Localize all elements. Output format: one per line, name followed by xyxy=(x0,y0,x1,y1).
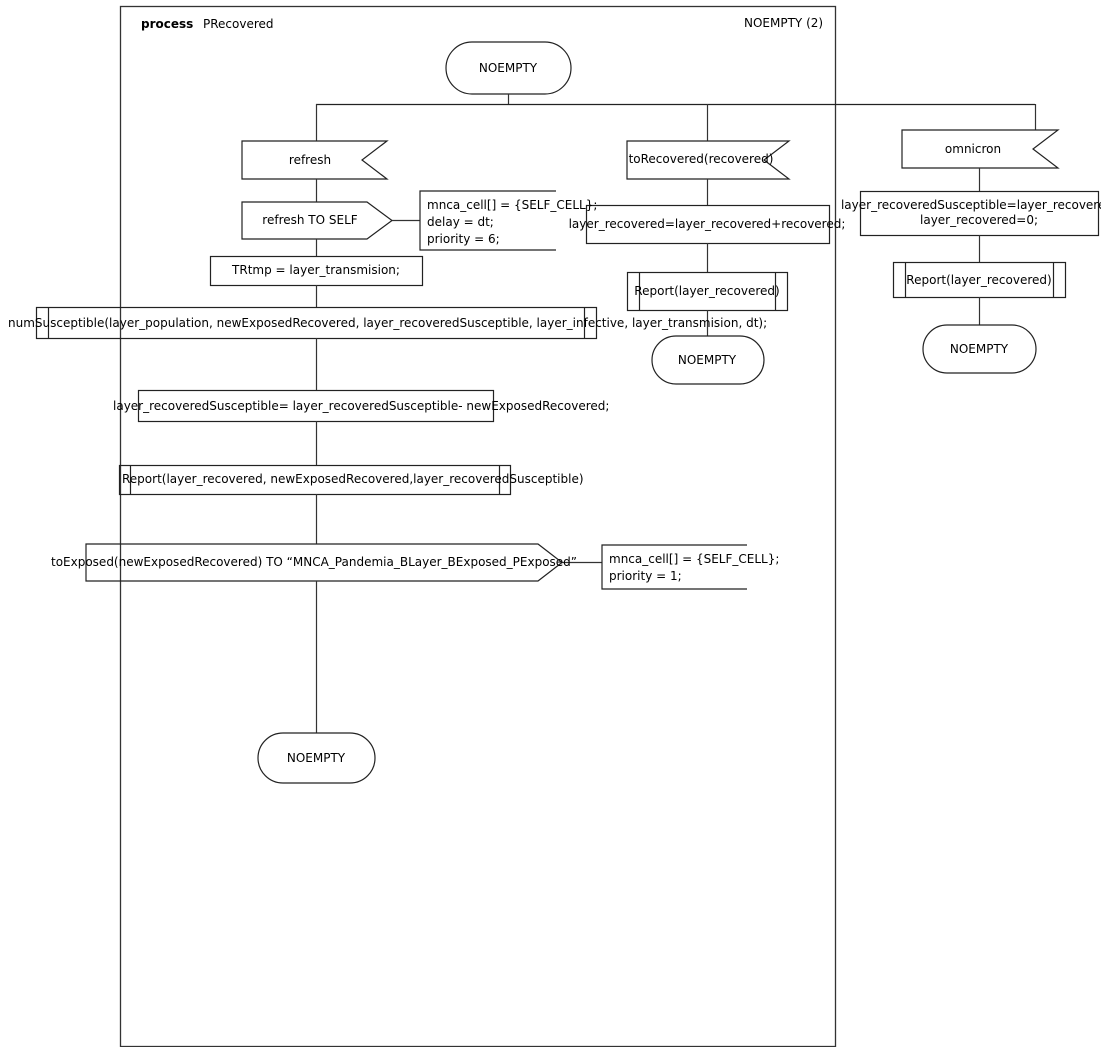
procedure-report-mid-shape xyxy=(626,271,789,312)
comment-toexposed: mnca_cell[] = {SELF_CELL}; priority = 1; xyxy=(609,552,780,583)
procedure-report-right-shape xyxy=(892,261,1067,299)
state-noempty-refresh-shape xyxy=(257,732,376,784)
comment-bracket-1 xyxy=(419,190,556,251)
comment-bracket-2 xyxy=(601,544,747,590)
task-trtmp-shape xyxy=(209,255,424,287)
input-torecovered-shape xyxy=(626,140,791,180)
input-refresh-shape xyxy=(241,140,389,180)
procedure-report-3-shape xyxy=(118,464,512,496)
output-refresh-to-self-shape xyxy=(241,201,394,240)
task-recovered-susceptible-shape xyxy=(137,389,495,423)
input-omnicron-shape xyxy=(901,129,1060,169)
comment-refresh-to-self: mnca_cell[] = {SELF_CELL}; delay = dt; p… xyxy=(427,198,598,246)
state-noempty-omnicron-shape xyxy=(922,324,1037,374)
task-layer-recovered-shape xyxy=(585,204,831,245)
task-omnicron-shape xyxy=(859,190,1100,237)
start-state-shape xyxy=(445,41,572,95)
state-noempty-torecovered-shape xyxy=(651,335,765,385)
output-toexposed-shape xyxy=(85,543,563,582)
process-frame xyxy=(119,5,837,1047)
